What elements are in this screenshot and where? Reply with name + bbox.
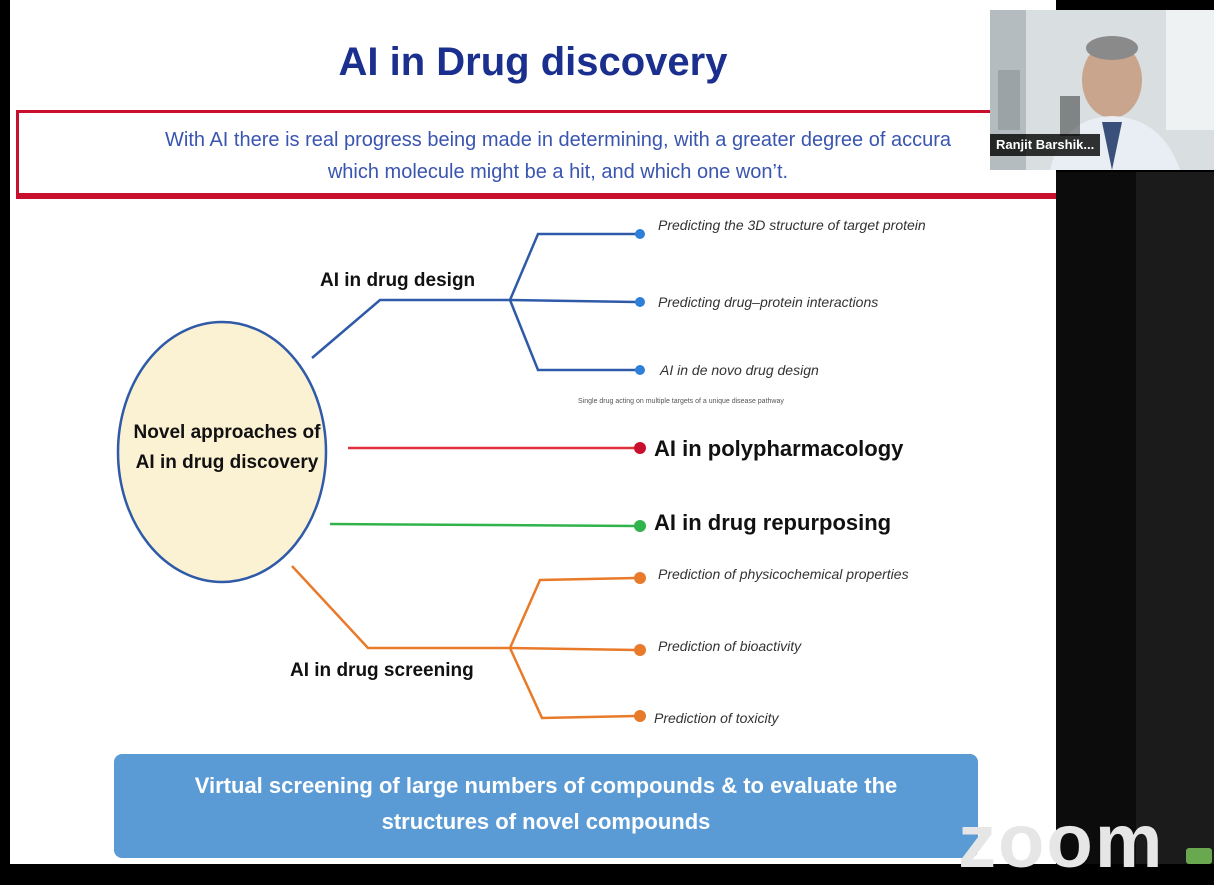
design-line-1 [508, 232, 638, 301]
design-line-2 [509, 298, 639, 304]
screening-line-1 [508, 576, 639, 649]
screening-item-3: Prediction of toxicity [654, 710, 779, 726]
screen-left-edge [0, 0, 10, 864]
design-item-3: AI in de novo drug design [660, 362, 819, 378]
divider-line [16, 196, 1056, 199]
quote-text: With AI there is real progress being mad… [48, 124, 1056, 188]
zoom-watermark: zoom [958, 799, 1165, 884]
screening-branch-lines [291, 565, 639, 720]
repurposing-dot [634, 520, 646, 532]
participant-name-label: Ranjit Barshik... [990, 134, 1101, 156]
screening-dot-1 [634, 572, 646, 584]
screening-line-3 [508, 647, 639, 720]
center-label: Novel approaches of AI in drug discovery [133, 422, 321, 473]
repurposing-line [329, 522, 639, 528]
poly-dot [634, 442, 646, 454]
design-branch-lines [311, 232, 639, 372]
mind-map-diagram [116, 229, 646, 722]
design-dot-2 [635, 297, 645, 307]
design-trunk-line [311, 298, 510, 359]
video-sidebar-right [1136, 172, 1214, 864]
design-dot-1 [635, 229, 645, 239]
screening-dot-2 [634, 644, 646, 656]
quote-line-2: which molecule might be a hit, and which… [327, 161, 789, 183]
quote-line-1: With AI there is real progress being mad… [165, 129, 951, 151]
design-line-3 [508, 299, 638, 372]
design-item-2: Predicting drug–protein interactions [658, 294, 879, 310]
branch-drug-design: AI in drug design [320, 270, 476, 291]
screening-trunk-line [291, 565, 510, 650]
video-sidebar [1056, 172, 1136, 864]
summary-banner: Virtual screening of large numbers of co… [114, 754, 978, 858]
design-dot-3 [635, 365, 645, 375]
screening-dot-3 [634, 710, 646, 722]
slide-title: AI in Drug discovery [338, 40, 728, 84]
repurposing-label: AI in drug repurposing [654, 510, 892, 535]
participant-video-tile[interactable]: Ranjit Barshik... [990, 10, 1214, 170]
quote-box [16, 110, 1056, 196]
presentation-slide: AI in Drug discovery With AI there is re… [10, 0, 1056, 864]
banner-line-1: Virtual screening of large numbers of co… [194, 773, 898, 798]
screening-line-2 [509, 646, 639, 652]
polypharmacology-note: Single drug acting on multiple targets o… [578, 398, 784, 405]
security-icon[interactable] [1186, 848, 1212, 864]
screening-item-2: Prediction of bioactivity [658, 638, 802, 654]
design-item-1: Predicting the 3D structure of target pr… [658, 217, 926, 233]
polypharmacology-label: AI in polypharmacology [654, 436, 904, 461]
banner-line-2: structures of novel compounds [381, 809, 711, 834]
screening-item-1: Prediction of physicochemical properties [658, 566, 909, 582]
center-ellipse [116, 320, 328, 584]
branch-drug-screening: AI in drug screening [290, 660, 474, 681]
